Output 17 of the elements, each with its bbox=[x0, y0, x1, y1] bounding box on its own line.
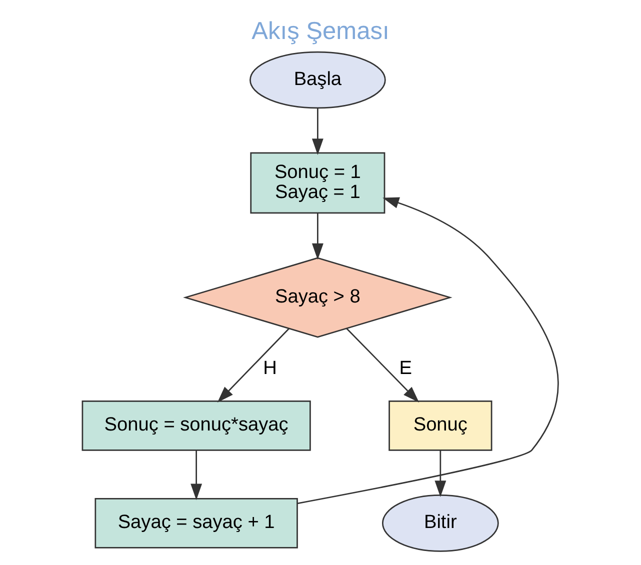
arrow bbox=[346, 328, 420, 403]
node-box: Sonuç = 1 Sayaç = 1 bbox=[250, 152, 386, 214]
node-diamond: Sayaç > 8 bbox=[183, 257, 452, 338]
node-box: Sonuç bbox=[388, 400, 492, 451]
node-box: Sonuç = sonuç*sayaç bbox=[82, 400, 311, 451]
arrow bbox=[190, 450, 202, 500]
node-ellipse: Başla bbox=[250, 51, 386, 109]
diagram-title: Akış Şeması bbox=[252, 18, 390, 45]
arrow bbox=[312, 213, 324, 260]
edge-label: H bbox=[263, 358, 277, 380]
node-box: Sayaç = sayaç + 1 bbox=[94, 498, 298, 548]
node-ellipse: Bitir bbox=[382, 494, 499, 552]
arrow bbox=[312, 108, 324, 155]
arrow bbox=[217, 328, 290, 403]
arrow bbox=[297, 197, 559, 504]
edge-label: E bbox=[399, 358, 412, 380]
arrow bbox=[434, 450, 446, 498]
